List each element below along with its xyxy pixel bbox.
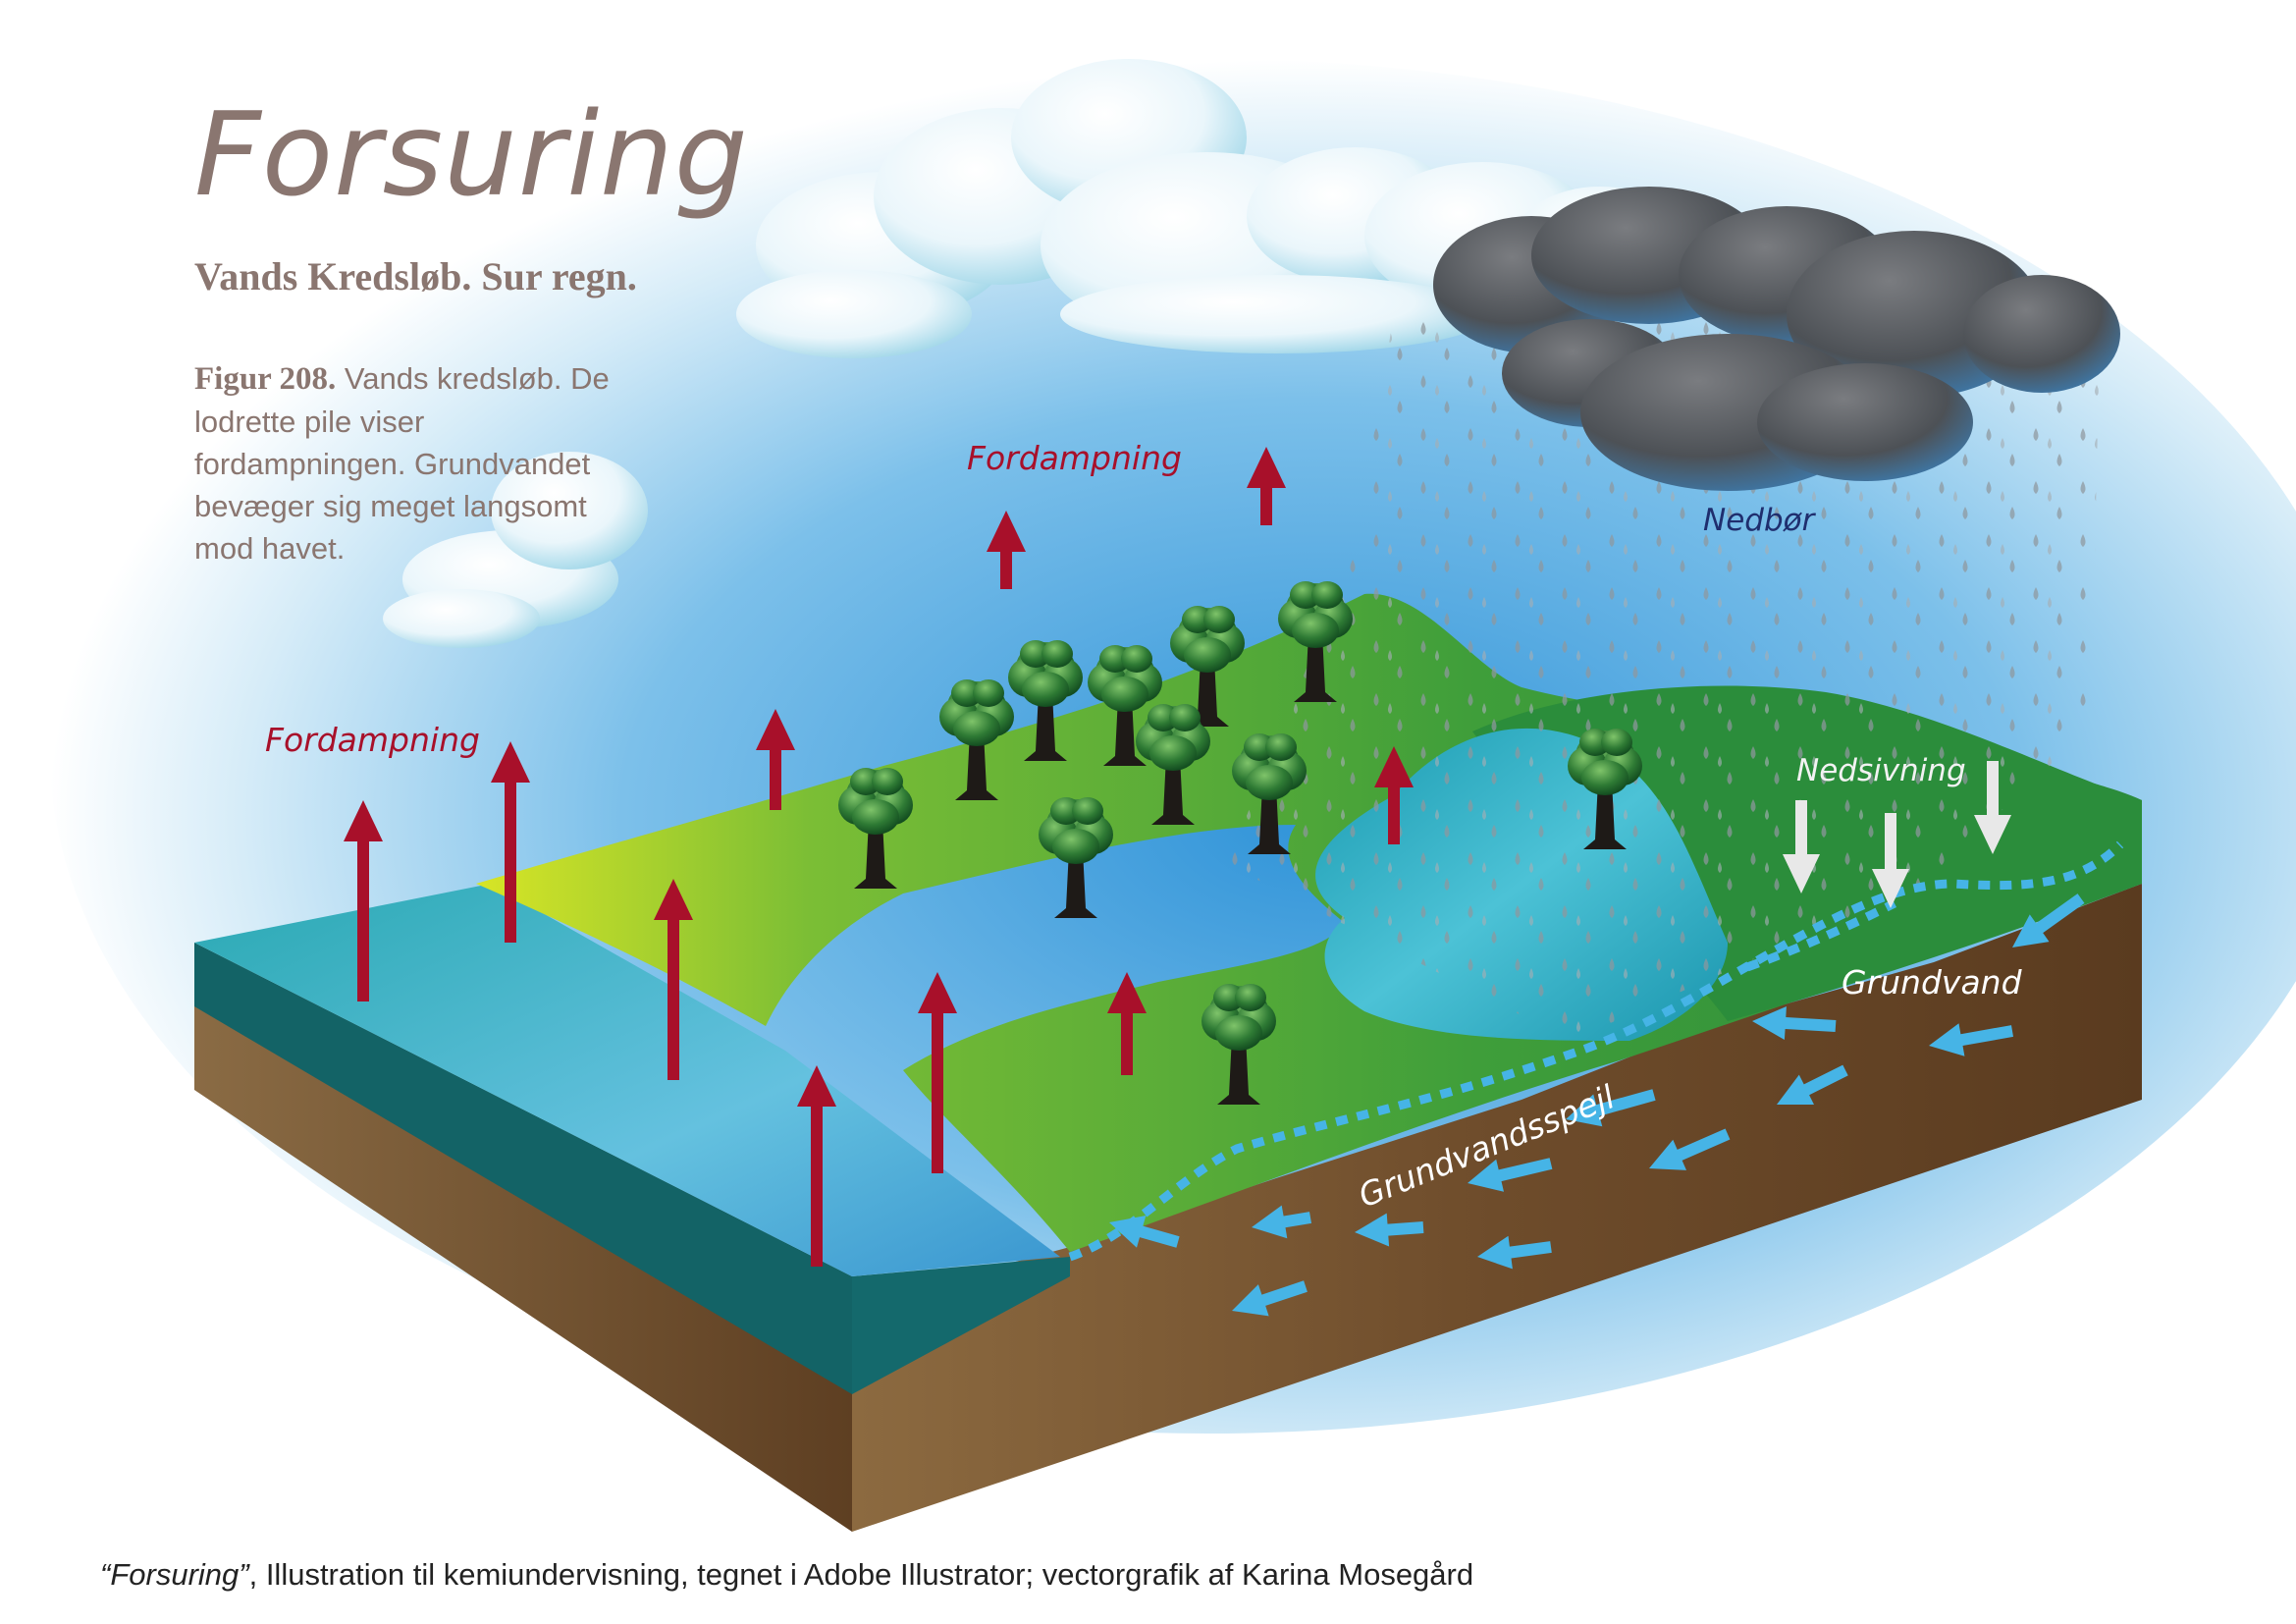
evaporation-arrow (1107, 972, 1147, 1075)
evaporation-arrow (654, 879, 693, 1080)
groundwater-arrow (1649, 1128, 1731, 1170)
cloud-left (383, 452, 648, 648)
sea-surface (194, 884, 1060, 1276)
figure-caption: Figur 208. Vands kredsløb. De lodrette p… (194, 357, 626, 569)
page-title: Forsuring (194, 86, 749, 222)
label-precipitation: Nedbør (1703, 503, 1817, 538)
tree (1568, 729, 1642, 849)
tree (1039, 797, 1113, 918)
tree (1088, 645, 1162, 766)
tree (1136, 704, 1210, 825)
evaporation-arrow (797, 1065, 836, 1267)
groundwater-arrow (1109, 1216, 1180, 1248)
groundwater-arrow (1477, 1235, 1552, 1270)
tree (1201, 984, 1276, 1105)
infiltration-arrow (1974, 761, 2011, 854)
tree (1278, 581, 1353, 702)
sea-front-face (194, 943, 852, 1394)
soil-right-face (852, 884, 2142, 1532)
label-groundwater: Grundvand (1842, 963, 2023, 1001)
figure-number: Figur 208. (194, 361, 337, 397)
evaporation-arrow (491, 741, 530, 943)
tree (939, 679, 1014, 800)
label-evaporation-left: Fordampning (265, 721, 480, 759)
sea-side-face (852, 1257, 1070, 1394)
evaporation-arrow (987, 511, 1026, 589)
groundwater-arrows (1109, 893, 2085, 1317)
label-infiltration: Nedsivning (1796, 753, 1966, 788)
evaporation-arrow (918, 972, 957, 1173)
evaporation-arrow (1374, 746, 1414, 844)
groundwater-arrow (1566, 1089, 1656, 1127)
footer-title: “Forsuring” (100, 1557, 249, 1592)
evaporation-arrow (344, 800, 383, 1001)
groundwater-arrow (2012, 893, 2085, 947)
label-evaporation-top: Fordampning (967, 439, 1182, 477)
evaporation-arrow (756, 709, 795, 810)
tree (838, 768, 913, 889)
evaporation-arrow (1247, 447, 1286, 525)
groundwater-arrow (1232, 1280, 1308, 1317)
groundwater-arrow (1355, 1213, 1424, 1247)
water-table-line-upper (1745, 898, 1897, 972)
water-table-line (1068, 840, 2124, 1262)
footer-text: , Illustration til kemiundervisning, teg… (248, 1557, 1474, 1592)
groundwater-arrow (1929, 1023, 2013, 1056)
rain-area (1227, 295, 2101, 1041)
groundwater-arrow (1777, 1064, 1848, 1105)
figure-caption-text: Vands kredsløb. De lodrette pile viser f… (194, 361, 610, 566)
soil-front-face (194, 1001, 852, 1532)
infiltration-arrow (1783, 800, 1820, 893)
tree (1008, 640, 1083, 761)
tree (1232, 733, 1307, 854)
rain-cloud (1433, 187, 2120, 491)
infiltration-arrow (1872, 813, 1909, 908)
groundwater-arrow (1752, 1006, 1837, 1040)
page-subtitle: Vands Kredsløb. Sur regn. (194, 254, 637, 298)
tree (1170, 606, 1245, 727)
groundwater-arrow (1468, 1158, 1553, 1192)
infiltration-arrows (1783, 761, 2011, 908)
trees (838, 581, 1642, 1105)
evaporation-arrows (344, 447, 1414, 1267)
groundwater-arrow (1252, 1205, 1311, 1239)
footer-credit: “Forsuring”, Illustration til kemiunderv… (100, 1557, 1473, 1593)
